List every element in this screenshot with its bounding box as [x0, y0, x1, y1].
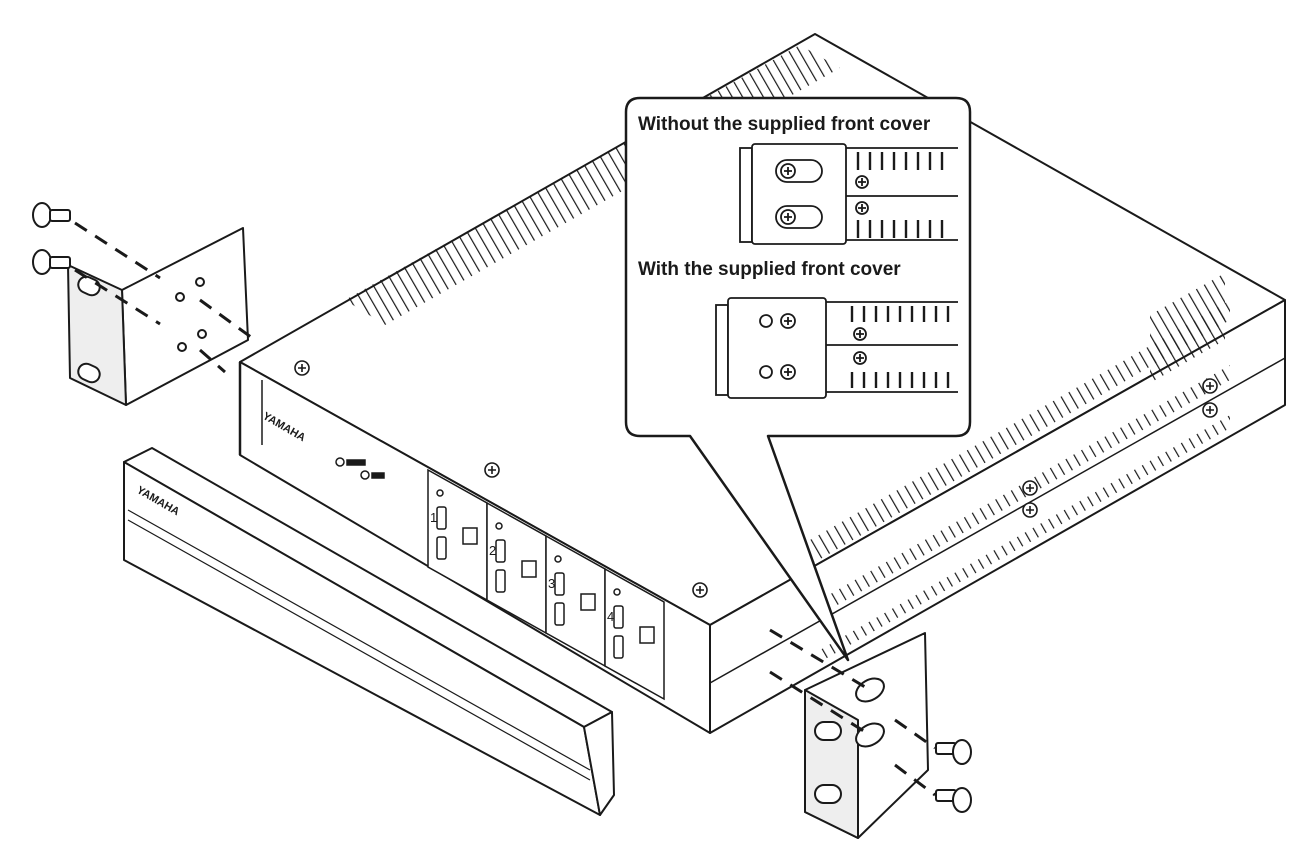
port-number: 3 [548, 576, 555, 591]
vent-fins-detail-1 [856, 152, 944, 238]
port-number: 1 [430, 510, 437, 525]
with-cover-label: With the supplied front cover [638, 259, 901, 280]
top-screws [294, 360, 1218, 598]
port-module-1: 1 [427, 468, 488, 602]
front-panel: YAMAHA 1 2 3 [261, 410, 665, 701]
port-number: 4 [607, 609, 614, 624]
right-assembly-guides [769, 628, 936, 797]
left-assembly-guides [74, 221, 256, 374]
unit-side-face [709, 299, 1286, 734]
right-screws [935, 739, 972, 813]
left-rack-ear [67, 227, 249, 406]
side-vent-fins [810, 300, 1230, 565]
port-module-2: 2 [486, 501, 547, 635]
detail-without-cover [739, 143, 958, 245]
front-cover: YAMAHA [123, 447, 615, 816]
left-screws [32, 202, 71, 275]
detail-with-cover [715, 297, 958, 399]
side-vent-fins-bottom [820, 415, 1230, 662]
port-module-4: 4 [604, 567, 665, 701]
right-rack-ear [804, 632, 929, 839]
port-number: 2 [489, 543, 496, 558]
without-cover-label: Without the supplied front cover [638, 114, 931, 135]
vent-fins-detail-2 [850, 306, 950, 388]
